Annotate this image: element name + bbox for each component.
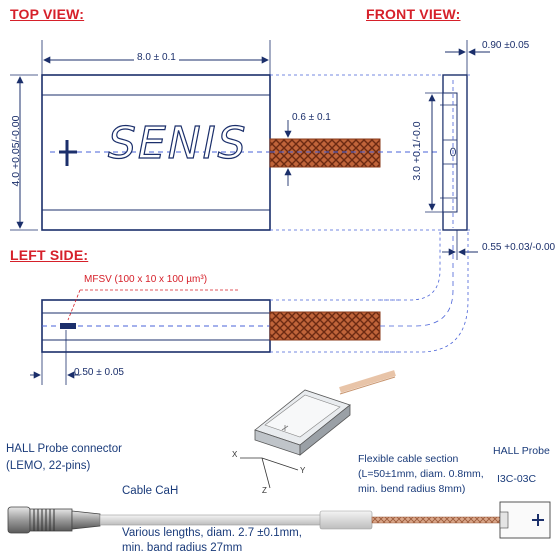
connector-subtitle: (LEMO, 22-pins) bbox=[6, 460, 91, 472]
left-side-view bbox=[30, 299, 400, 385]
connector-title: HALL Probe connector bbox=[6, 443, 122, 455]
mfsv-label: MFSV (100 x 10 x 100 µm³) bbox=[84, 274, 208, 285]
front-height-dimension: 3.0 +0.1/-0.0 bbox=[411, 121, 423, 181]
hall-probe-model: I3C-03C bbox=[497, 473, 537, 485]
axis-x-label: X bbox=[232, 450, 238, 459]
flex-cable-spec-1: (L=50±1mm, diam. 0.8mm, bbox=[358, 468, 484, 480]
flex-cable-title: Flexible cable section bbox=[358, 453, 459, 465]
hall-probe-title: HALL Probe bbox=[493, 445, 550, 457]
cable-top-view bbox=[269, 138, 381, 168]
front-view-heading: FRONT VIEW: bbox=[366, 6, 461, 22]
cable-cah-title: Cable CaH bbox=[122, 485, 179, 497]
cable-cah-spec-2: min. band radius 27mm bbox=[122, 542, 243, 554]
axis-z-label: Z bbox=[262, 486, 267, 495]
front-thickness-dimension: 0.90 ±0.05 bbox=[482, 40, 530, 51]
side-thickness-dimension: 0.50 ± 0.05 bbox=[74, 367, 124, 378]
axis-y-label: Y bbox=[300, 466, 306, 475]
top-view bbox=[10, 40, 470, 231]
front-view bbox=[425, 40, 490, 260]
senis-logo: SENIS bbox=[107, 117, 248, 169]
cable-side-view bbox=[269, 311, 381, 341]
width-dimension: 4.0 +0.05/-0.00 bbox=[10, 115, 22, 187]
cable-cah-spec-1: Various lengths, diam. 2.7 ±0.1mm, bbox=[122, 527, 302, 539]
top-view-heading: TOP VIEW: bbox=[10, 6, 85, 22]
front-gap-dimension: 0.55 +0.03/-0.00 bbox=[482, 242, 556, 253]
length-dimension: 8.0 ± 0.1 bbox=[134, 52, 179, 63]
cable-assembly bbox=[7, 501, 551, 539]
left-side-heading: LEFT SIDE: bbox=[10, 247, 89, 263]
probe-3d-sketch bbox=[240, 370, 396, 489]
cable-diameter-dimension: 0.6 ± 0.1 bbox=[292, 112, 331, 123]
flex-cable-spec-2: min. bend radius 8mm) bbox=[358, 483, 466, 495]
